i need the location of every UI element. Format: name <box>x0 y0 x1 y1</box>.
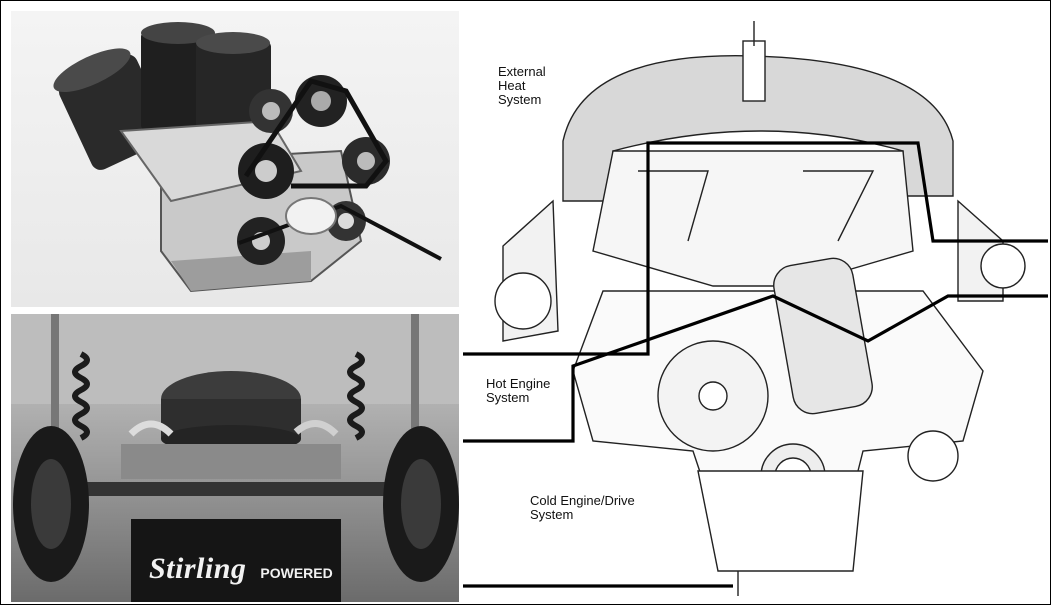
powered-text: POWERED <box>260 565 333 581</box>
engine-photo <box>11 11 459 307</box>
cold-engine-drive-system-label: Cold Engine/Drive System <box>530 493 635 522</box>
engine-photo-illustration <box>53 22 442 293</box>
stirling-brand-text: Stirling <box>149 552 247 585</box>
engine-section-drawing <box>463 21 1048 596</box>
stirling-badge: Stirling POWERED <box>149 552 333 586</box>
vehicle-photo: Stirling POWERED <box>11 314 459 602</box>
engine-section-diagram: External Heat System Hot Engine System C… <box>463 11 1048 602</box>
hot-engine-system-label: Hot Engine System <box>486 376 551 405</box>
vehicle-photo-illustration <box>11 314 459 602</box>
external-heat-system-label: External Heat System <box>498 64 546 107</box>
